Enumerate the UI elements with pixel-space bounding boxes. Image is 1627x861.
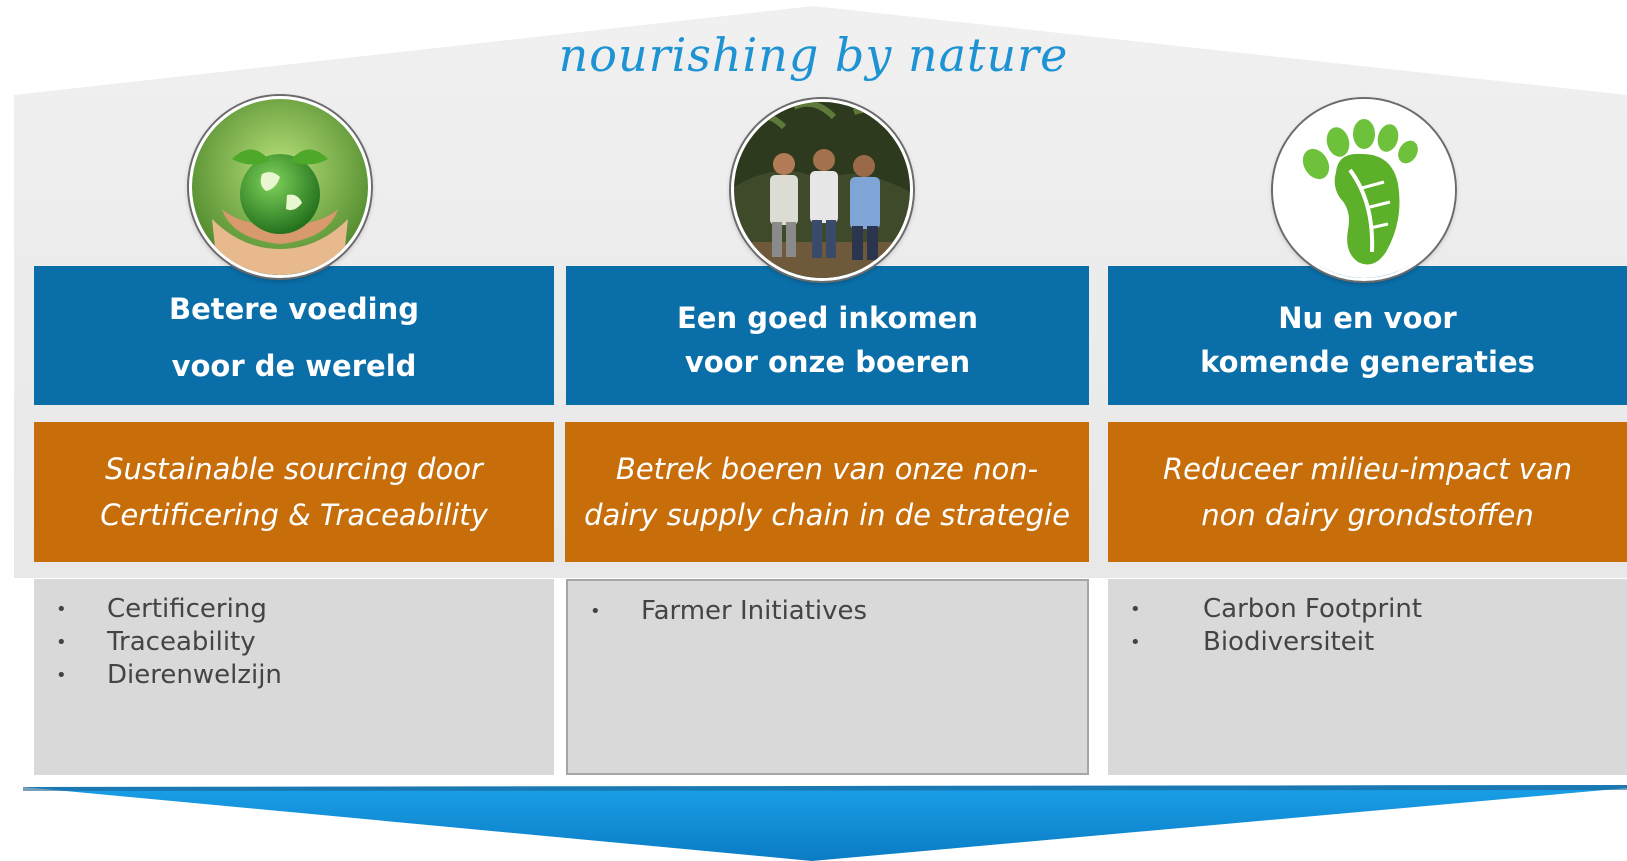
bullet: • xyxy=(1130,632,1141,653)
bullet: • xyxy=(590,601,601,622)
heading-line-2: voor de wereld xyxy=(171,349,417,383)
bullet: • xyxy=(56,665,67,686)
heading-line-1: Nu en voor xyxy=(1278,301,1457,335)
hands-globe-icon xyxy=(189,96,371,278)
heading-line-1: Betere voeding xyxy=(169,292,419,326)
strategy-line-1: Reduceer milieu-impact van xyxy=(1163,452,1572,486)
list-item: •Biodiversiteit xyxy=(1130,627,1375,657)
heading-line-2: komende generaties xyxy=(1200,345,1535,379)
tagline: nourishing by nature xyxy=(558,28,1069,82)
heading-line-1: Een goed inkomen xyxy=(677,301,978,335)
list-item: •Traceability xyxy=(56,627,256,657)
strategy-line-1: Sustainable sourcing door xyxy=(105,452,483,486)
strategy-line-2: non dairy grondstoffen xyxy=(1201,498,1534,532)
heading-line-2: voor onze boeren xyxy=(684,345,971,379)
strategy-box: Sustainable sourcing door Certificering … xyxy=(34,422,554,562)
topics-box: •Carbon Footprint •Biodiversiteit xyxy=(1108,579,1627,775)
bullet: • xyxy=(1130,599,1141,620)
strategy-box: Betrek boeren van onze non- dairy supply… xyxy=(565,422,1089,562)
list-item: •Dierenwelzijn xyxy=(56,660,282,690)
list-item: •Carbon Footprint xyxy=(1130,594,1423,624)
pillar-heading: Nu en voor komende generaties xyxy=(1108,266,1627,405)
strategy-line-2: dairy supply chain in de strategie xyxy=(584,498,1070,532)
topics-list: •Farmer Initiatives xyxy=(590,595,867,628)
topics-list: •Carbon Footprint •Biodiversiteit xyxy=(1130,593,1422,659)
pillar-generations: Nu en voor komende generaties Reduceer m… xyxy=(1108,0,1627,861)
list-item: •Farmer Initiatives xyxy=(590,596,868,626)
strategy-line-2: Certificering & Traceability xyxy=(100,498,488,532)
pillar-heading: Betere voeding voor de wereld xyxy=(34,266,554,405)
pillar-nutrition: Betere voeding voor de wereld Sustainabl… xyxy=(34,0,554,861)
topics-box: •Certificering •Traceability •Dierenwelz… xyxy=(34,579,554,775)
farmers-photo xyxy=(731,99,913,281)
pillar-heading: Een goed inkomen voor onze boeren xyxy=(566,266,1089,405)
bullet: • xyxy=(56,632,67,653)
down-arrow-banner xyxy=(23,785,1627,861)
pillar-income: Een goed inkomen voor onze boeren Betrek… xyxy=(565,0,1089,861)
leaf-footprint-icon xyxy=(1273,99,1455,281)
topics-list: •Certificering •Traceability •Dierenwelz… xyxy=(56,593,282,692)
strategy-box: Reduceer milieu-impact van non dairy gro… xyxy=(1108,422,1627,562)
bullet: • xyxy=(56,599,67,620)
topics-box: •Farmer Initiatives xyxy=(566,579,1089,775)
strategy-line-1: Betrek boeren van onze non- xyxy=(615,452,1039,486)
list-item: •Certificering xyxy=(56,594,267,624)
